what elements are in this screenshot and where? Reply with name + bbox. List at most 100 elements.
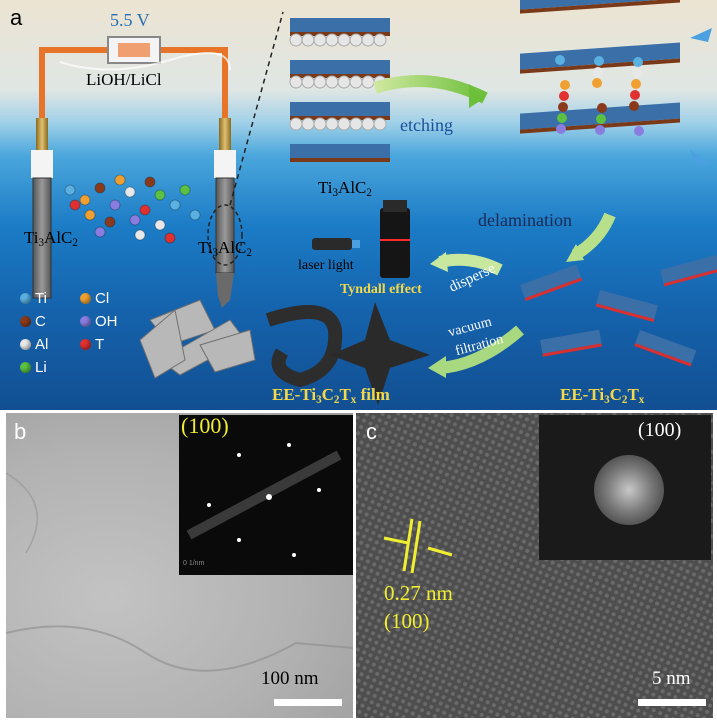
c-layer: [290, 158, 390, 162]
etched-ion: [560, 80, 570, 90]
left-electrode-text: Ti3AlC2: [24, 228, 78, 249]
al-atom: [301, 117, 315, 131]
legend-al-dot: [20, 339, 31, 350]
ion: [144, 176, 156, 188]
right-rod: [219, 118, 231, 150]
al-atom: [301, 33, 315, 47]
mxene-flake-edge: [634, 343, 692, 367]
tem-texture: [6, 472, 353, 672]
panel-b-scale-bar: [274, 699, 342, 706]
ti-c-layer: [290, 60, 390, 74]
legend-al: Al: [20, 336, 80, 353]
ti-c-layer: [290, 144, 390, 158]
atom-legend: Ti Cl C OH Al T Li: [20, 290, 140, 376]
etched-ion: [559, 91, 569, 101]
electrolyte-label: LiOH/LiCl: [86, 70, 162, 89]
lattice-spacing-label: 0.27 nm: [384, 581, 453, 605]
etched-ion: [557, 113, 567, 123]
ti-c-layer: [290, 102, 390, 116]
panel-a-label: a: [10, 5, 23, 30]
ion: [129, 214, 141, 226]
delamination-label: delamination: [478, 210, 572, 230]
al-atom: [289, 117, 303, 131]
etched-ion: [594, 56, 604, 66]
etched-ion: [596, 114, 606, 124]
etched-ion: [593, 67, 603, 77]
left-rod: [36, 118, 48, 150]
power-source-core: [118, 43, 150, 57]
etching-label: etching: [400, 115, 453, 135]
etched-ion: [632, 68, 642, 78]
etched-ion: [633, 57, 643, 67]
etched-ion: [595, 125, 605, 135]
crumpled-nanosheets: [139, 299, 256, 379]
etched-layer: [520, 0, 680, 10]
al-atom: [349, 33, 363, 47]
right-electrode: [215, 177, 235, 274]
mxene-flake: [635, 330, 697, 364]
max-phase-stack: [289, 18, 390, 162]
fft-plane-label: (100): [638, 419, 682, 441]
right-electrode-text: Ti3AlC2: [198, 238, 252, 259]
fft-ring: [594, 455, 664, 525]
al-atom: [325, 117, 339, 131]
legend-t-dot: [80, 339, 91, 350]
mxene-flake-edge: [542, 343, 603, 357]
ion: [94, 226, 106, 238]
ti-c-layer: [290, 18, 390, 32]
ion: [154, 219, 166, 231]
ion: [134, 229, 146, 241]
panel-b-scale-label: 100 nm: [261, 668, 319, 689]
mxene-flake: [540, 329, 602, 354]
mxene-flake: [520, 264, 582, 299]
tyndall-vial: [380, 208, 410, 278]
ion: [114, 174, 126, 186]
circuit-wire: [39, 47, 228, 118]
al-atom: [373, 117, 387, 131]
delamination-arrow: [571, 212, 616, 261]
c-layer: [290, 74, 390, 78]
saed-pattern: [186, 443, 342, 557]
tyndall-label: Tyndall effect: [340, 282, 422, 297]
al-atom: [313, 75, 327, 89]
ion: [164, 232, 176, 244]
star-film: [330, 302, 430, 405]
mxene-flake: [660, 254, 717, 284]
legend-c: C: [20, 313, 80, 330]
al-atom: [361, 33, 375, 47]
etched-stack: [520, 0, 680, 136]
ion: [139, 204, 151, 216]
etched-ion: [630, 90, 640, 100]
mxene-flake: [596, 290, 658, 320]
ion: [124, 186, 136, 198]
al-atom: [349, 75, 363, 89]
al-atom: [373, 33, 387, 47]
etched-ion: [597, 103, 607, 113]
al-atom: [325, 75, 339, 89]
voltage-label: 5.5 V: [110, 10, 150, 30]
panel-c-label: c: [366, 419, 377, 444]
etched-ion: [592, 78, 602, 88]
fft-inset: [539, 415, 711, 560]
legend-li-dot: [20, 362, 31, 373]
mxene-flake-edge: [595, 303, 655, 322]
legend-li: Li: [20, 359, 80, 376]
ion-cloud: [64, 174, 201, 244]
legend-oh: OH: [80, 313, 140, 330]
etched-ion: [629, 101, 639, 111]
al-atom: [337, 117, 351, 131]
al-atom: [361, 117, 375, 131]
ion: [84, 209, 96, 221]
mxene-flake-edge: [663, 267, 717, 287]
panel-c-scale-label: 5 nm: [652, 668, 691, 689]
ion: [64, 184, 76, 196]
etched-ion: [631, 79, 641, 89]
c-layer: [290, 116, 390, 120]
panel-a-schematic: a 5.5 V LiOH/LiCl Ti3AlC2 Ti3AlC2 Ti3AlC…: [0, 0, 717, 410]
al-atom: [301, 75, 315, 89]
panel-b-tem-image: b 0 1/nm (100) 100 nm: [6, 413, 353, 718]
etched-c-layer: [520, 0, 680, 14]
left-electrode-label: Ti3AlC2: [24, 228, 78, 249]
ion: [189, 209, 201, 221]
ion: [69, 199, 81, 211]
